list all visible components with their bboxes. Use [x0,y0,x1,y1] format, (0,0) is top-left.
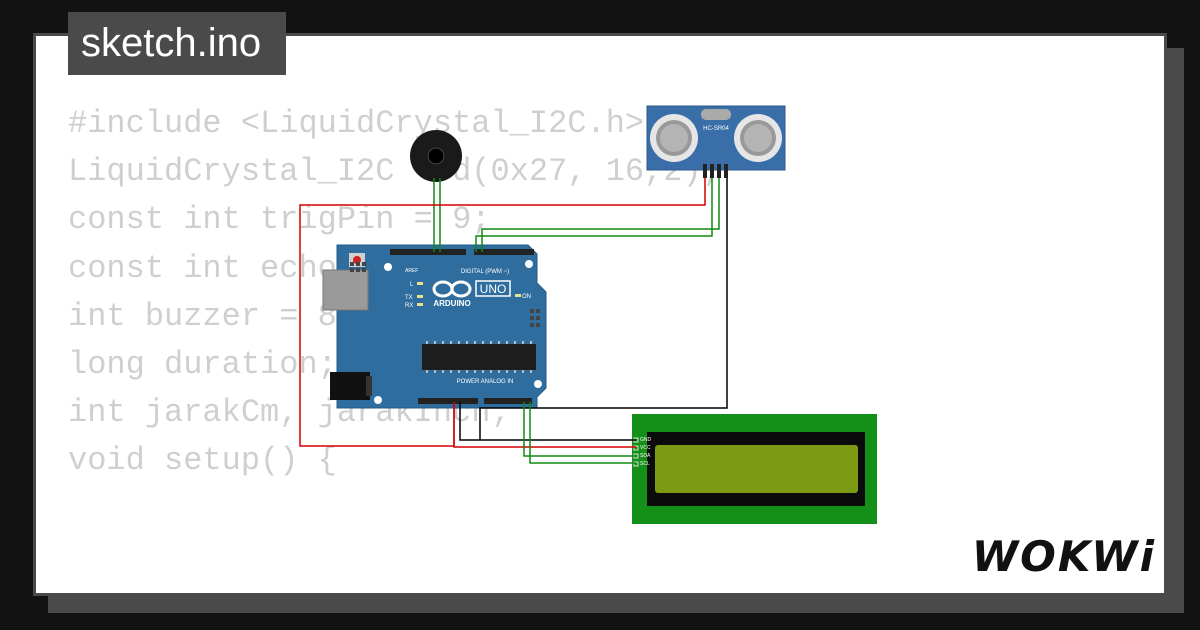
led-l-label: L [410,282,414,288]
wires [299,178,728,464]
led-rx-label: RX [405,303,413,309]
arduino-uno-board: UNO ARDUINO DIGITAL (PWM ~) ANALOG IN PO… [322,244,547,409]
board-brand-label: ARDUINO [433,299,470,308]
ultrasonic-sensor: HC-SR04 [646,105,786,178]
wire-sensor-gnd [479,178,728,440]
board-model-label: UNO [480,282,507,296]
wire-lcd-gnd [459,402,636,441]
wire-lcd-sda [523,402,636,457]
lcd-pin-scl: SCL [640,461,650,467]
lcd-pin-sda: SDA [640,453,651,459]
lcd-pin-vcc: VCC [640,445,651,451]
aref-label: AREF [405,268,418,274]
code-line: const int trigPin = 9; [68,201,491,239]
lcd-display: GND VCC SDA SCL [632,414,877,524]
code-line: void setup() { [68,442,337,480]
wire-lcd-vcc [453,402,636,448]
code-line: long duration; [68,346,337,384]
wire-sensor-trig [475,178,713,252]
file-tab: sketch.ino [68,12,286,75]
wokwi-logo: WOKWi [971,532,1156,581]
wire-sensor-echo [481,178,720,252]
analog-header-label: ANALOG IN [481,379,514,385]
digital-header-label: DIGITAL (PWM ~) [461,269,509,275]
power-header-label: POWER [457,379,480,385]
sensor-model-label: HC-SR04 [703,126,729,132]
led-tx-label: TX [405,295,413,301]
buzzer [410,130,462,182]
power-on-label: ON [522,294,531,300]
lcd-pin-gnd: GND [640,437,652,443]
wire-lcd-scl [529,402,636,464]
